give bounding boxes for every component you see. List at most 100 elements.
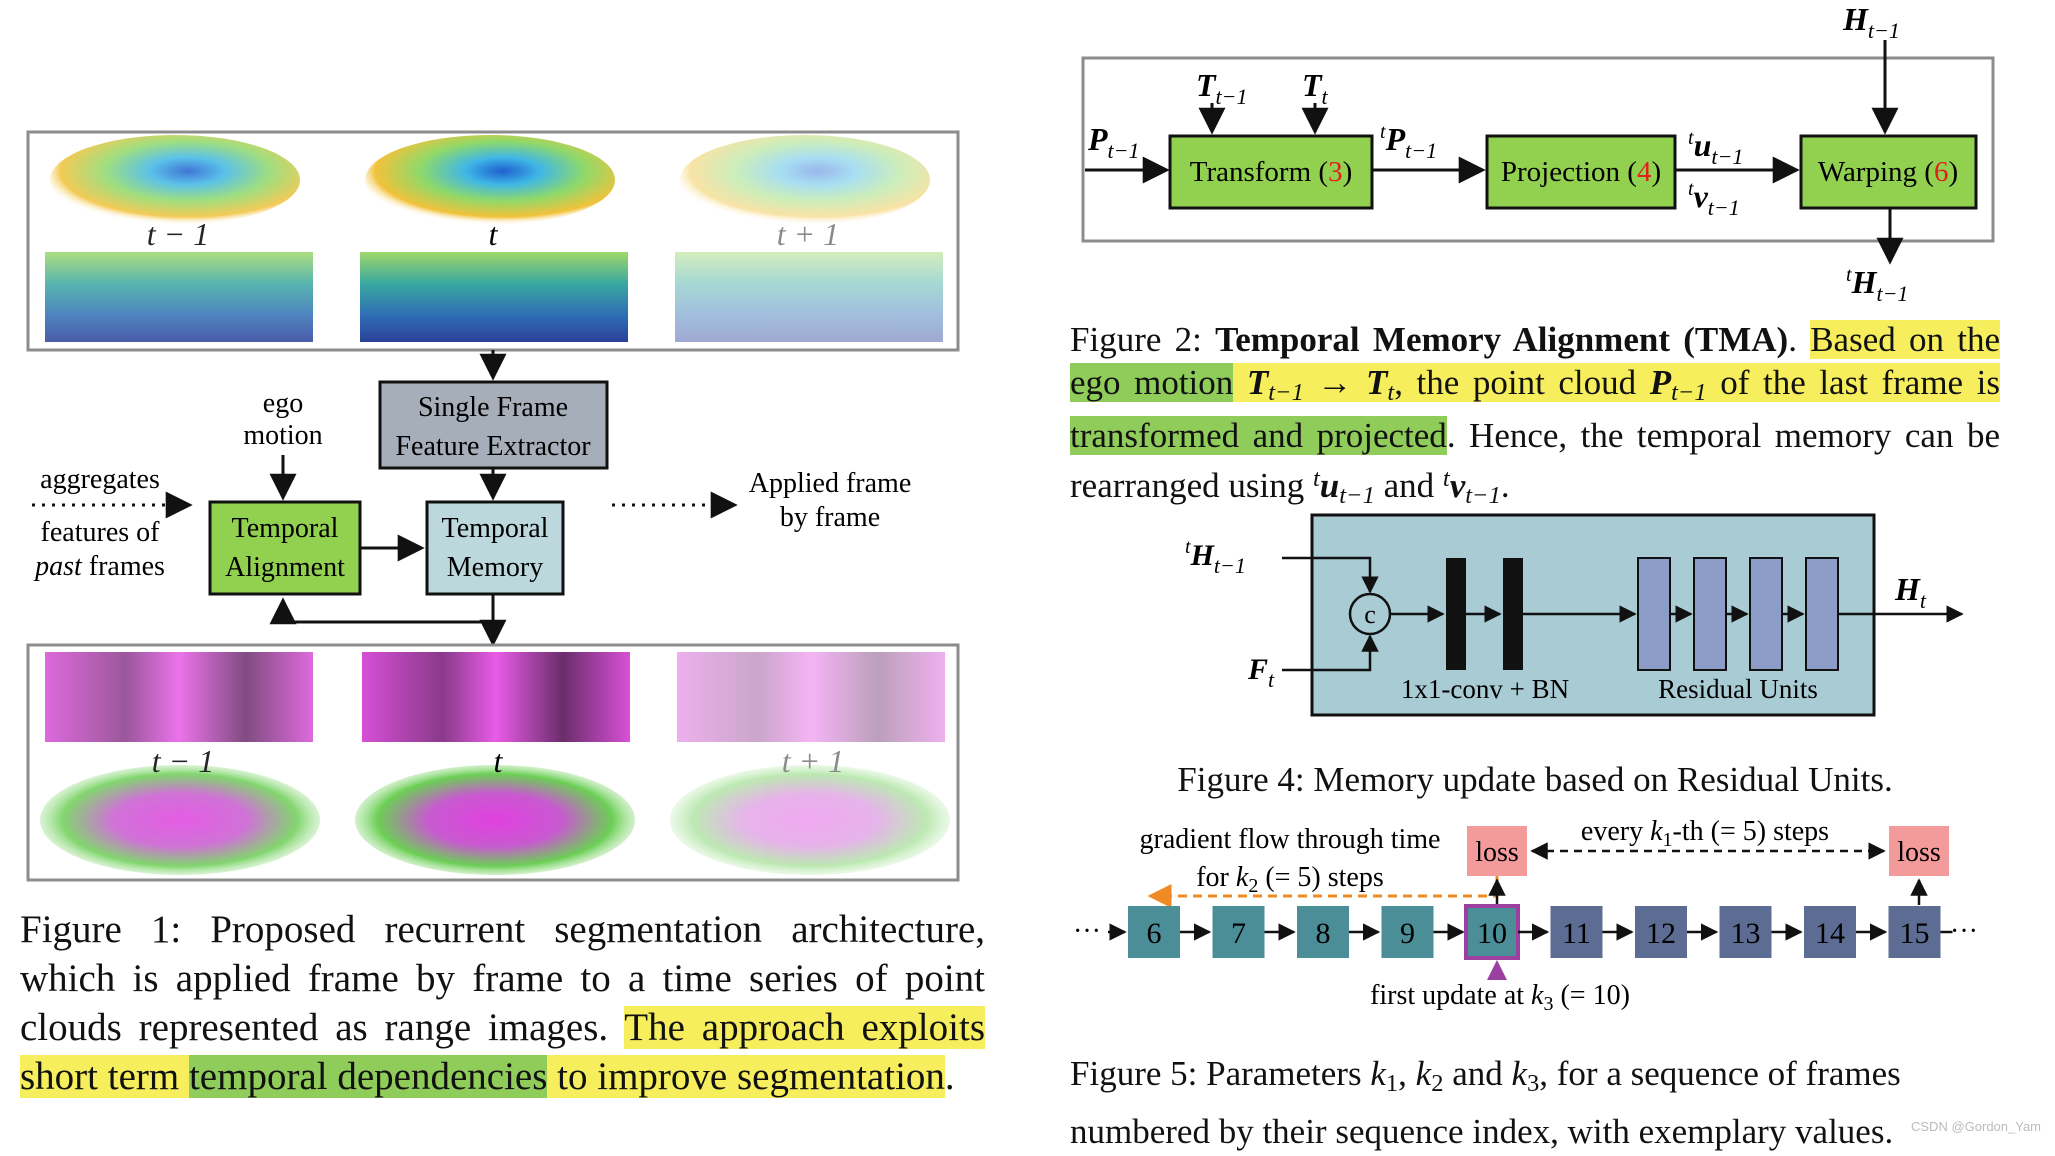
figure-1-caption: Figure 1: Proposed recurrent segmentatio… [20, 908, 985, 1098]
features-of-label: features of [41, 517, 161, 548]
input-t-label: Tt [1302, 67, 1329, 109]
loss-label-2: loss [1897, 837, 1941, 868]
concat-label: c [1364, 600, 1376, 629]
frame-label: t − 1 [152, 743, 214, 779]
loss-label-1: loss [1475, 837, 1519, 868]
input-h-label: Ht−1 [1842, 1, 1900, 43]
output-h-label: tHt−1 [1846, 264, 1908, 306]
sequence-frame-label: 15 [1900, 917, 1930, 950]
aggregates-label: aggregates [40, 464, 160, 495]
watermark: CSDN @Gordon_Yam [1911, 1119, 2041, 1134]
ego-motion-label-line1: ego [263, 388, 303, 419]
arrow-f-to-concat [1282, 634, 1379, 672]
input-p-label: Pt−1 [1087, 121, 1140, 163]
output-frame-t-minus-1: t − 1 [40, 652, 320, 875]
applied-frame-label-line1: Applied frame [749, 468, 912, 499]
sequence-frame-label: 13 [1731, 917, 1761, 950]
temporal-alignment-label-line2: Alignment [225, 552, 345, 583]
figure-5: gradient flow through time for k2 (= 5) … [1073, 816, 1978, 1015]
every-k1-label: every k1-th (= 5) steps [1581, 816, 1829, 851]
sequence-dots-right: ··· [1950, 916, 1978, 947]
v-label: tvt−1 [1688, 178, 1740, 220]
residual-unit-1 [1637, 557, 1671, 671]
input-frame-t: t [360, 135, 628, 342]
output-frames-panel [26, 643, 960, 882]
sequence-frame-label: 11 [1562, 917, 1591, 950]
point-cloud-thumbnail [50, 135, 300, 225]
gradient-flow-label-line2: for k2 (= 5) steps [1196, 862, 1384, 897]
figure-2-caption: Figure 2: Temporal Memory Alignment (TMA… [1070, 320, 2001, 510]
first-update-label: first update at k3 (= 10) [1370, 980, 1630, 1015]
sequence-frame-box [1297, 906, 1349, 958]
transform-box [1168, 134, 1374, 210]
residual-unit-2 [1693, 557, 1727, 671]
residual-units-label: Residual Units [1658, 674, 1818, 704]
sequence-frame-box [1550, 906, 1603, 958]
conv-block-2 [1503, 558, 1523, 670]
range-image-thumbnail [45, 252, 313, 342]
u-label: tut−1 [1688, 127, 1743, 169]
frame-label: t + 1 [782, 743, 844, 779]
arrow-th-to-concat [1282, 556, 1379, 594]
sequence-dots-left: ··· [1073, 916, 1101, 947]
feature-extractor-box [378, 380, 609, 470]
residual-unit-4 [1805, 557, 1839, 671]
temporal-memory-label-line1: Temporal [442, 513, 549, 544]
frame-label: t − 1 [147, 216, 209, 252]
loss-box-2 [1889, 826, 1949, 876]
residual-unit-3 [1749, 557, 1783, 671]
segmented-point-cloud [355, 765, 635, 875]
input-frame-t-minus-1: t − 1 [45, 135, 313, 342]
figure-1: t − 1 t t + 1 Single Frame Feature Extra… [26, 130, 960, 882]
output-frame-t: t [355, 652, 635, 875]
projection-label: Projection (4) [1501, 156, 1661, 188]
projection-box [1485, 134, 1677, 210]
gradient-flow-label-line1: gradient flow through time [1140, 824, 1441, 855]
transformed-p-label: tPt−1 [1380, 121, 1437, 163]
range-image-thumbnail [360, 252, 628, 342]
point-cloud-thumbnail [365, 135, 615, 225]
temporal-memory-box [425, 500, 565, 596]
ego-motion-label-line2: motion [243, 420, 322, 451]
sequence-frame-label: 8 [1316, 917, 1331, 950]
temporal-alignment-label-line1: Temporal [232, 513, 339, 544]
frame-label: t [494, 743, 504, 779]
point-cloud-thumbnail [680, 135, 930, 225]
warping-label: Warping (6) [1818, 156, 1958, 188]
arrow-memory-feedback [269, 594, 495, 625]
tma-frame [1081, 56, 1995, 243]
input-t-prev-label: Tt−1 [1196, 67, 1248, 109]
sequence-frame-label: 10 [1477, 917, 1507, 950]
output-ht-label: Ht [1894, 571, 1927, 613]
conv-label: 1x1-conv + BN [1401, 674, 1569, 704]
loss-box-1 [1467, 826, 1527, 876]
segmented-point-cloud [670, 765, 950, 875]
segmented-range-image [45, 652, 313, 742]
segmented-range-image [362, 652, 630, 742]
sequence-frame-box [1888, 906, 1941, 958]
feature-extractor-label-line1: Single Frame [418, 392, 568, 423]
sequence-frame-label: 14 [1815, 917, 1845, 950]
sequence-frame-box [1128, 906, 1180, 958]
input-f-label: Ft [1247, 653, 1275, 692]
applied-frame-label-line2: by frame [780, 502, 880, 533]
sequence-frame-label: 9 [1400, 917, 1415, 950]
sequence-frame-label: 7 [1231, 917, 1246, 950]
temporal-memory-label-line2: Memory [447, 552, 543, 583]
feature-extractor-label-line2: Feature Extractor [395, 431, 591, 462]
sequence-frame-box [1719, 906, 1772, 958]
past-frames-label: past frames [33, 551, 165, 582]
range-image-thumbnail [675, 252, 943, 342]
sequence-frame-box [1635, 906, 1687, 958]
segmented-range-image [677, 652, 945, 742]
figure-4-caption: Figure 4: Memory update based on Residua… [1177, 760, 1893, 799]
sequence-frame-box [1804, 906, 1856, 958]
figure-5-caption: Figure 5: Parameters k1, k2 and k3, for … [1070, 1054, 1901, 1152]
sequence-frame-label: 6 [1147, 917, 1162, 950]
sequence-frame-box [1381, 906, 1434, 958]
temporal-alignment-box [208, 500, 362, 596]
figure-4: tHt−1 Ft c Ht 1x1-conv + BN Residual Uni… [1185, 513, 1964, 717]
